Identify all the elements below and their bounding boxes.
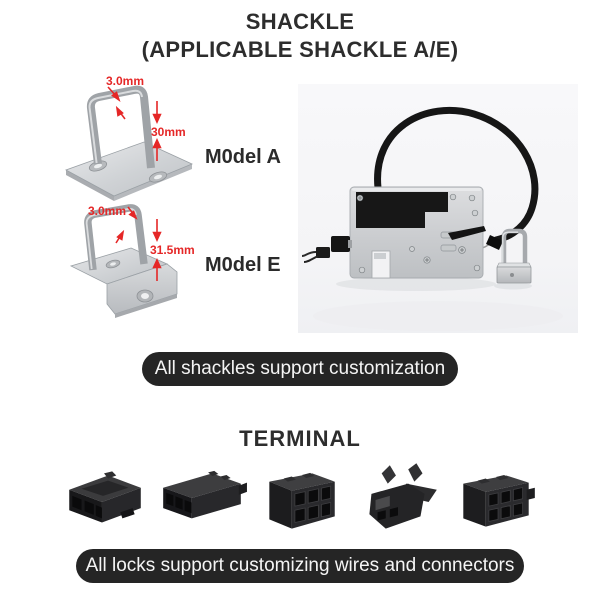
page-title: SHACKLE (APPLICABLE SHACKLE A/E) — [0, 8, 600, 64]
terminal-banner: All locks support customizing wires and … — [76, 549, 524, 583]
connector-flat-housing-icon — [69, 471, 141, 523]
lock-screws — [356, 193, 481, 274]
model-a-wire-diameter-label: 3.0mm — [106, 74, 145, 88]
title-line-1: SHACKLE — [245, 9, 355, 34]
connector-6pin-block-icon — [269, 472, 335, 529]
electronic-lock-photo — [298, 84, 578, 333]
model-e-label: M0del E — [205, 254, 281, 276]
shackle-banner-text: All shackles support customization — [154, 358, 446, 379]
title-line-2: (APPLICABLE SHACKLE A/E) — [141, 37, 459, 62]
connector-wide-housing-icon — [163, 470, 247, 519]
terminal-banner-text: All locks support customizing wires and … — [85, 555, 515, 576]
terminal-heading: TERMINAL — [239, 426, 361, 451]
model-e-height-label: 31.5mm — [150, 243, 195, 257]
model-a-height-label: 30mm — [151, 125, 186, 139]
model-a-label: M0del A — [205, 146, 281, 168]
model-e-wire-diameter-label: 3.0mm — [88, 204, 127, 218]
spare-shackle — [496, 228, 532, 284]
terminal-connectors — [0, 452, 600, 548]
connector-6pin-block-2-icon — [463, 474, 535, 527]
shackle-model-e-image — [69, 204, 178, 318]
lock-cable — [374, 107, 539, 244]
connector-latch-plug-icon — [369, 463, 437, 529]
lock-wire-connector — [301, 236, 352, 263]
shackle-model-a-image — [65, 85, 194, 201]
lock-label-area — [356, 192, 448, 228]
shackle-banner: All shackles support customization — [142, 352, 458, 386]
